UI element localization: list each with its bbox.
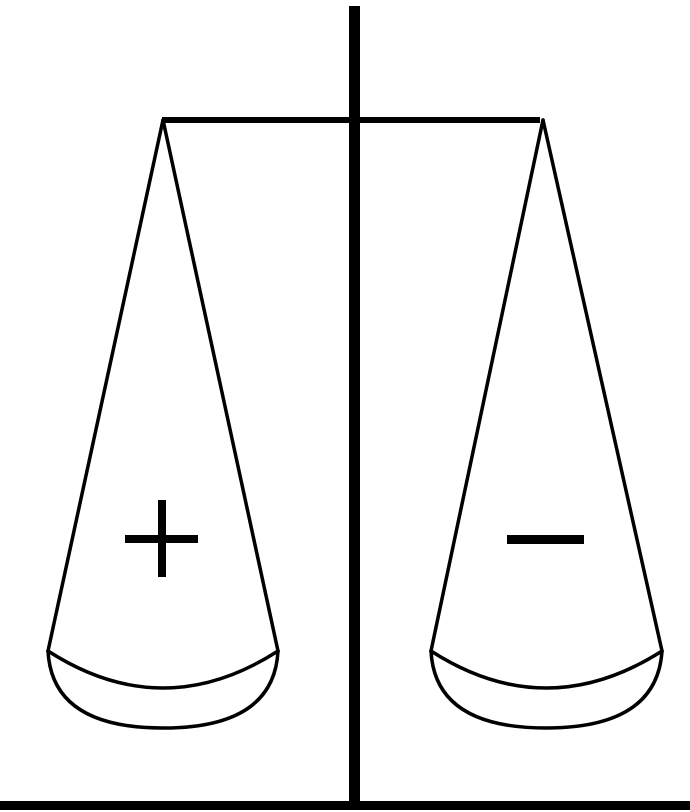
minus-symbol (507, 535, 584, 544)
balance-beam (162, 117, 540, 123)
plus-symbol-vertical (158, 500, 166, 577)
center-post (349, 6, 360, 806)
base-line (0, 801, 690, 810)
